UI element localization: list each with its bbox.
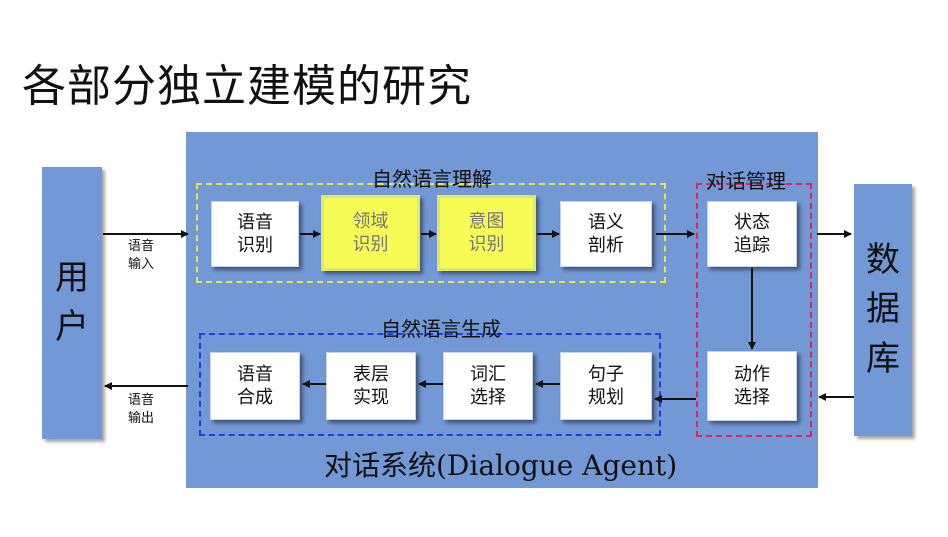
- nlg-group-border: [199, 333, 661, 436]
- page-title: 各部分独立建模的研究: [22, 61, 472, 112]
- dm-label: 对话管理: [706, 169, 786, 193]
- dialogue-system-label: 对话系统(Dialogue Agent): [324, 449, 678, 482]
- intent-recognition-box: 意图 识别: [437, 195, 536, 271]
- speech-output-label: 语音 输出: [128, 393, 155, 426]
- speech-synthesis-box: 语音 合成: [210, 352, 300, 420]
- action-selection-box: 动作 选择: [707, 351, 797, 421]
- domain-recognition-box: 领域 识别: [321, 195, 420, 271]
- dialogue-system-panel: [186, 132, 818, 488]
- dm-group-border: [696, 183, 812, 437]
- nlg-label: 自然语言生成: [381, 317, 501, 341]
- surface-realization-box: 表层 实现: [326, 352, 416, 420]
- database-label: 数据库: [866, 240, 900, 379]
- speech-input-label: 语音 输入: [128, 239, 155, 272]
- user-block: 用户: [42, 167, 102, 439]
- nlu-label: 自然语言理解: [372, 167, 492, 191]
- speech-recognition-box: 语音 识别: [211, 201, 299, 267]
- state-tracking-box: 状态 追踪: [707, 201, 797, 267]
- database-block: 数据库: [854, 184, 912, 436]
- semantic-parsing-box: 语义 剖析: [560, 201, 652, 267]
- user-label: 用户: [55, 257, 89, 347]
- lexical-selection-box: 词汇 选择: [443, 352, 533, 420]
- sentence-planning-box: 句子 规划: [560, 352, 652, 420]
